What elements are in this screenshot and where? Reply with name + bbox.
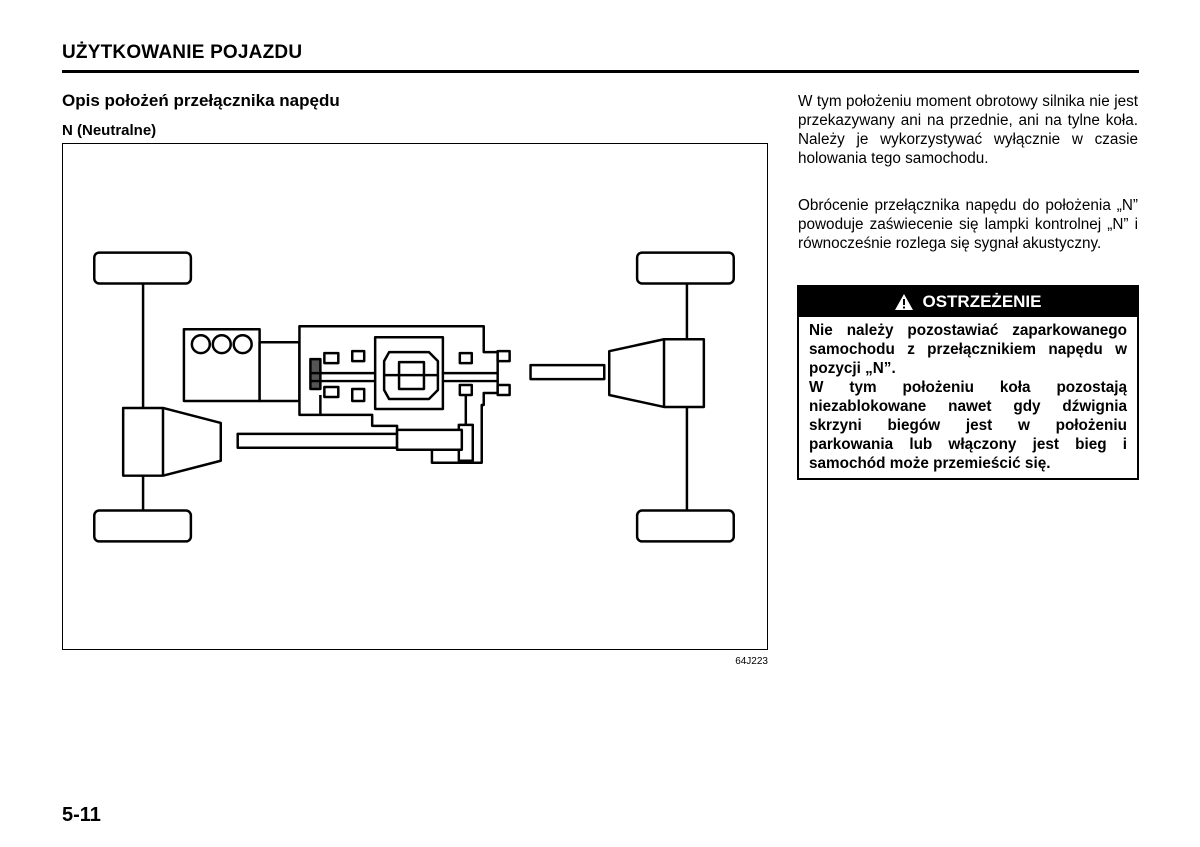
rear-left-wheel (635, 251, 735, 285)
page-title: Opis położeń przełącznika napędu (62, 91, 340, 110)
warning-box: OSTRZEŻENIE Nie należy pozostawiać zapar… (797, 285, 1139, 480)
front-differential (121, 406, 223, 477)
warning-title: OSTRZEŻENIE (922, 292, 1042, 311)
figure-caption: N (Neutralne) (62, 122, 157, 139)
page-number: 5-11 (62, 804, 101, 826)
rear-right-wheel (635, 509, 735, 543)
front-right-wheel (93, 509, 193, 543)
front-propeller-shaft (236, 432, 399, 450)
cylinder-3 (232, 333, 253, 355)
cylinder-2 (211, 333, 232, 355)
warning-line-1: Nie należy pozostawiać zaparkowanego sam… (809, 322, 1127, 377)
cylinder-1 (190, 333, 212, 355)
warning-title-bar: OSTRZEŻENIE (799, 287, 1137, 317)
warning-line-2: W tym położeniu koła pozostają niezablok… (809, 379, 1127, 472)
front-left-wheel (93, 251, 193, 285)
drivetrain-figure (62, 143, 768, 650)
warning-triangle-icon (895, 294, 914, 310)
warning-body: Nie należy pozostawiać zaparkowanego sam… (799, 317, 1137, 473)
description-paragraph-1: W tym położeniu moment obrotowy silnika … (798, 93, 1138, 167)
figure-code: 64J223 (735, 656, 768, 667)
description-paragraph-2: Obrócenie przełącznika napędu do położen… (798, 197, 1138, 252)
engine-block (182, 328, 261, 403)
drivetrain-diagram (93, 251, 735, 543)
section-header: UŻYTKOWANIE POJAZDU (62, 42, 303, 63)
rear-differential (607, 337, 706, 409)
header-rule (62, 70, 1139, 73)
rear-propeller-shaft (529, 363, 606, 381)
